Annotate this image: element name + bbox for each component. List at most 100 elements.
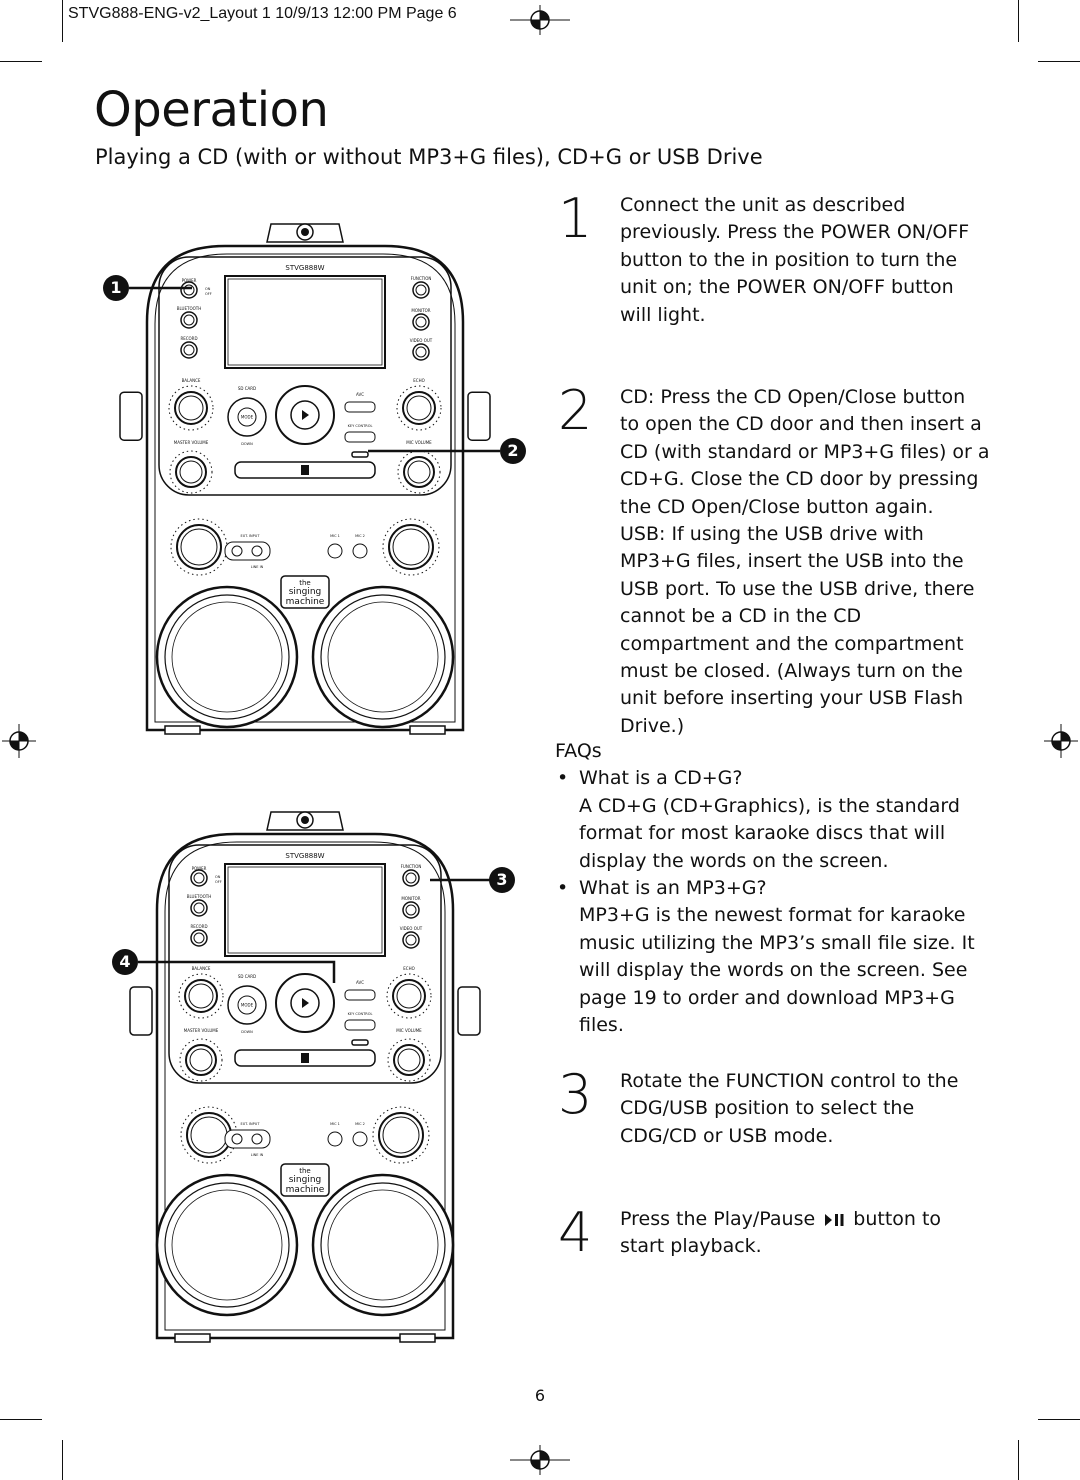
avc-switch <box>344 401 376 413</box>
power-button <box>190 869 208 887</box>
callout-2: 2 <box>368 438 526 464</box>
mic2-jack <box>352 543 368 559</box>
function-label: FUNCTION <box>411 276 432 281</box>
tweeter-right <box>378 1112 424 1158</box>
key-control-label: KEY CONTROL <box>348 424 373 428</box>
usb-slot <box>351 451 369 458</box>
monitor-label: MONITOR <box>411 308 430 313</box>
callout-3-label: 3 <box>496 870 507 889</box>
cd-open-button <box>301 465 309 475</box>
video-out-button <box>412 343 430 361</box>
mic-volume-label: MIC VOLUME <box>406 440 432 445</box>
control-panel <box>168 844 442 1084</box>
mode-label: MODE <box>241 415 254 420</box>
on-label: ON <box>205 287 211 291</box>
registration-mark-bottom <box>510 1445 570 1475</box>
mic2-jack <box>352 1131 368 1147</box>
master-volume-knob-ring <box>169 450 213 494</box>
page-title: Operation <box>94 82 329 138</box>
registration-mark-left <box>2 724 36 758</box>
mic-volume-knob-inner <box>407 460 431 484</box>
ext-input-jack <box>231 545 243 557</box>
balance-knob <box>184 979 218 1013</box>
speaker-inner-left <box>171 601 283 713</box>
balance-knob-ring <box>178 973 224 1019</box>
model-label: STVG888W <box>285 264 324 272</box>
faq-question-1: •What is a CD+G? <box>555 765 995 792</box>
device-body-inner <box>154 253 456 723</box>
ext-input-jack <box>231 1133 243 1145</box>
device-body-inner <box>164 841 446 1331</box>
speaker-right <box>311 585 455 729</box>
avc-switch <box>344 989 376 1001</box>
master-volume-knob-inner <box>179 460 203 484</box>
callout-3: 3 <box>430 867 515 893</box>
function-label: FUNCTION <box>401 864 422 869</box>
mode-label: MODE <box>241 1003 254 1008</box>
step-1-number: 1 <box>558 187 593 250</box>
down-label: DOWN <box>241 442 253 446</box>
step-4-text-before: Press the Play/Pause <box>620 1208 816 1230</box>
brand-line-1: the <box>299 1167 311 1175</box>
function-knob-inner <box>405 872 417 884</box>
print-slug: STVG888-ENG-v2_Layout 1 10/9/13 12:00 PM… <box>68 5 457 22</box>
echo-knob <box>392 979 426 1013</box>
speaker-cone-right <box>320 594 446 720</box>
mic2-label: MIC 2 <box>355 1122 365 1126</box>
echo-label: ECHO <box>413 378 424 383</box>
bluetooth-button-inner <box>183 314 195 326</box>
brand-logo <box>280 575 330 609</box>
foot-right <box>409 725 446 735</box>
echo-knob-ring <box>396 385 442 431</box>
sd-card-label: SD CARD <box>238 386 256 391</box>
echo-knob-ring <box>386 973 432 1019</box>
monitor-label: MONITOR <box>401 896 420 901</box>
brand-line-1: the <box>299 579 311 587</box>
step-4-number: 4 <box>558 1201 593 1264</box>
registration-mark-top <box>510 5 570 35</box>
echo-knob <box>402 391 436 425</box>
play-glyph <box>302 998 309 1008</box>
brand-line-2: singing <box>289 587 322 597</box>
avc-label: AVC <box>356 980 364 985</box>
mic-volume-knob-inner <box>397 1048 421 1072</box>
device-illustration-bottom: STVG888WPOWERONOFFBLUETOOTHRECORDFUNCTIO… <box>129 811 481 1343</box>
faq-answer-2: MP3+G is the newest format for karaoke m… <box>579 904 975 1037</box>
video-out-label: VIDEO OUT <box>400 926 423 931</box>
tweeter-left <box>176 524 222 570</box>
step-2-cd-text: Press the CD Open/Close button to open t… <box>620 386 990 518</box>
side-handle-left <box>119 391 143 441</box>
line-in-jack <box>251 1133 263 1145</box>
ext-input-label: EXT. INPUT <box>241 534 261 538</box>
callout-1-label: 1 <box>110 278 121 297</box>
screen <box>224 863 386 957</box>
power-button-inner <box>193 872 205 884</box>
tweeter-right-inner <box>382 1116 420 1154</box>
screen <box>224 275 386 369</box>
monitor-button-inner <box>415 316 427 328</box>
foot-left <box>174 1333 211 1343</box>
power-label: POWER <box>182 278 197 283</box>
balance-knob-inner <box>178 395 204 421</box>
balance-label: BALANCE <box>182 378 201 383</box>
step-2-cd-label: CD: <box>620 386 655 408</box>
down-label: DOWN <box>241 1030 253 1034</box>
camera-lens-center <box>301 228 309 236</box>
usb-slot <box>351 1039 369 1046</box>
speaker-inner-left <box>171 1189 283 1301</box>
cd-open-button <box>301 1053 309 1063</box>
mode-button <box>237 407 257 427</box>
monitor-button-inner <box>405 904 417 916</box>
mic1-jack <box>327 1131 343 1147</box>
echo-knob-inner <box>396 983 422 1009</box>
tweeter-right <box>388 524 434 570</box>
record-button-inner <box>183 344 195 356</box>
side-handle-left <box>129 986 153 1036</box>
master-volume-knob-inner <box>189 1048 213 1072</box>
key-control-label: KEY CONTROL <box>348 1012 373 1016</box>
master-volume-label: MASTER VOLUME <box>184 1028 219 1033</box>
function-knob <box>412 281 430 299</box>
step-3-number: 3 <box>558 1063 593 1126</box>
function-knob <box>402 869 420 887</box>
ext-input-label: EXT. INPUT <box>241 1122 261 1126</box>
